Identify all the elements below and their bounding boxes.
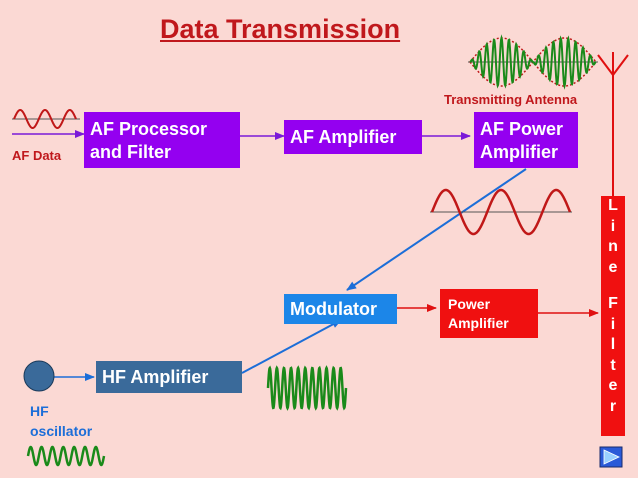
hf-carrier-wave [266, 365, 348, 411]
hf-amplifier-block: HF Amplifier [96, 361, 242, 393]
af-data-label: AF Data [12, 148, 62, 163]
modulated-wave [468, 34, 598, 90]
power-amplifier-block: Power Amplifier [440, 289, 538, 338]
hfamp-to-mod-arrow [241, 319, 342, 374]
next-slide-button[interactable] [599, 446, 623, 468]
af-amplifier-block: AF Amplifier [284, 120, 422, 154]
antenna-icon [597, 52, 629, 196]
modulator-block: Modulator [284, 294, 397, 324]
af-processor-block: AF Processor and Filter [84, 112, 240, 168]
line-filter-block: L i n e F i l t e r [601, 196, 625, 436]
page-title: Data Transmission [160, 14, 401, 44]
hf-oscillator-icon [23, 360, 55, 392]
transmitting-antenna-label: Transmitting Antenna [444, 92, 578, 107]
af-input-sine-wave [12, 108, 80, 130]
af-power-amplifier-block: AF Power Amplifier [474, 112, 578, 168]
oscillator-wave [26, 445, 106, 467]
amplified-af-wave [430, 188, 572, 236]
power-to-modulator-arrow [346, 168, 527, 291]
hf-oscillator-label: HF oscillator [30, 403, 93, 439]
